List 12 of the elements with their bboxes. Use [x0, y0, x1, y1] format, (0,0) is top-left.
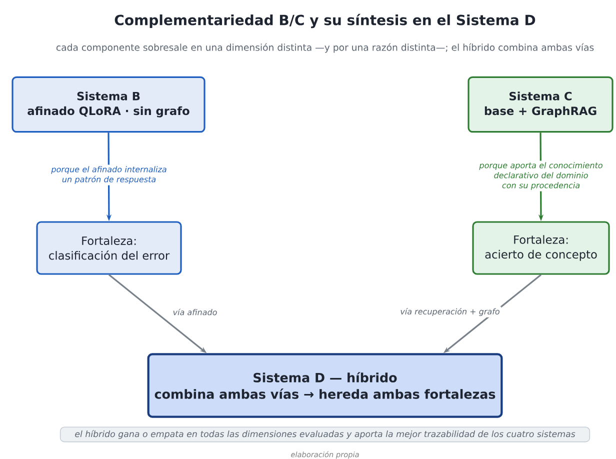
strength-box: Fortaleza: clasificación del error [36, 221, 182, 275]
hybrid-box: Sistema D — híbrido combina ambas vías → hereda ambas fortalezas [147, 353, 503, 418]
strength-box: Fortaleza: acierto de concepto [472, 221, 610, 275]
edge-label: porque el afinado internaliza un patrón de respuesta [43, 164, 175, 186]
system-box: Sistema C base + GraphRAG [468, 76, 614, 133]
note-box: el híbrido gana o empata en todas las dimensiones evaluadas y aporta la mejor trazabilidad de los cuatro sistemas [60, 426, 590, 442]
edge-label: vía recuperación + grafo [398, 306, 502, 318]
edge-label: vía afinado [171, 307, 219, 317]
system-box: Sistema B afinado QLoRA · sin grafo [12, 76, 206, 133]
title: Complementariedad B/C y su síntesis en el Sistema D [114, 14, 536, 28]
subtitle: cada componente sobresale en una dimensión distinta —y por una razón distinta—; el híbrido combina ambas vías [56, 43, 594, 53]
edge-label: porque aporta el conocimiento declarativo del dominio con su procedencia [470, 160, 612, 192]
